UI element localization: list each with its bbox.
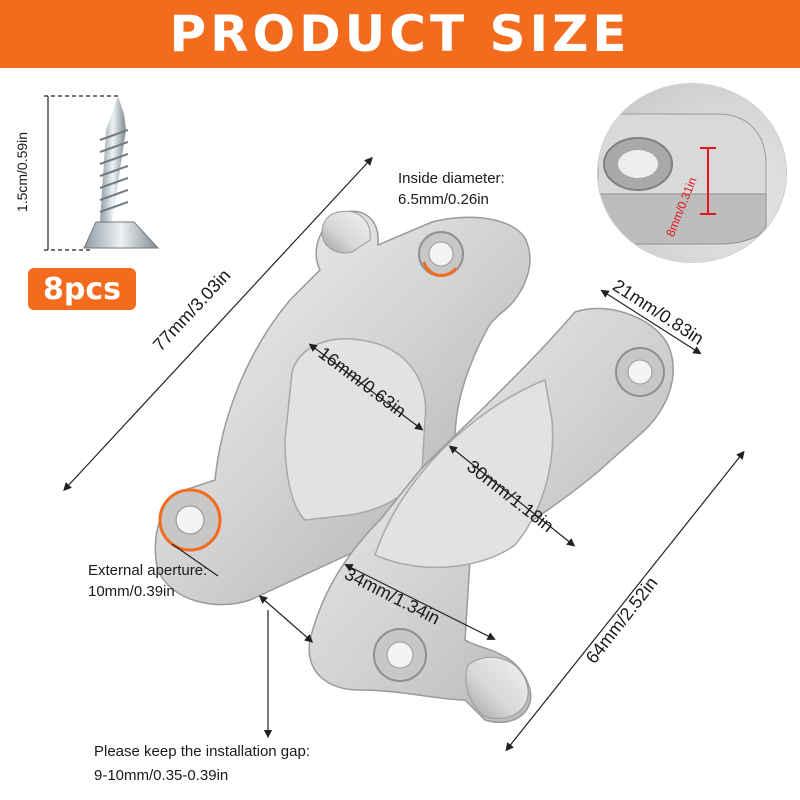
inside-diameter-value: 6.5mm/0.26in — [398, 191, 489, 208]
dim-line-arc-left — [308, 343, 424, 431]
dim-line-length-right — [505, 450, 745, 752]
install-gap-value: 9-10mm/0.35-0.39in — [94, 767, 229, 784]
aperture-pointer-line — [171, 543, 219, 577]
header-banner: PRODUCT SIZE — [0, 0, 800, 68]
inside-diameter-title: Inside diameter: — [398, 170, 505, 187]
external-aperture-label: External aperture: 10mm/0.39in — [88, 560, 207, 602]
screw-height-label: 1.5cm/0.59in — [14, 131, 31, 213]
dim-line-length-left — [63, 156, 373, 492]
install-gap-title: Please keep the installation gap: — [94, 743, 310, 760]
dim-line-gap — [258, 595, 314, 643]
dim-line-arc-right-outer — [344, 564, 496, 640]
screw-icon — [83, 96, 160, 249]
inside-diameter-label: Inside diameter: 6.5mm/0.26in — [398, 168, 505, 210]
dim-line-width-right — [600, 289, 702, 355]
external-aperture-title: External aperture: — [88, 562, 208, 579]
quantity-badge: 8pcs — [28, 268, 136, 310]
thickness-detail-illustration — [598, 113, 767, 245]
thickness-detail-zoom — [598, 84, 786, 262]
install-gap-label: Please keep the installation gap: 9-10mm… — [94, 740, 310, 788]
page-title: PRODUCT SIZE — [169, 5, 631, 63]
external-aperture-value: 10mm/0.39in — [88, 583, 175, 600]
